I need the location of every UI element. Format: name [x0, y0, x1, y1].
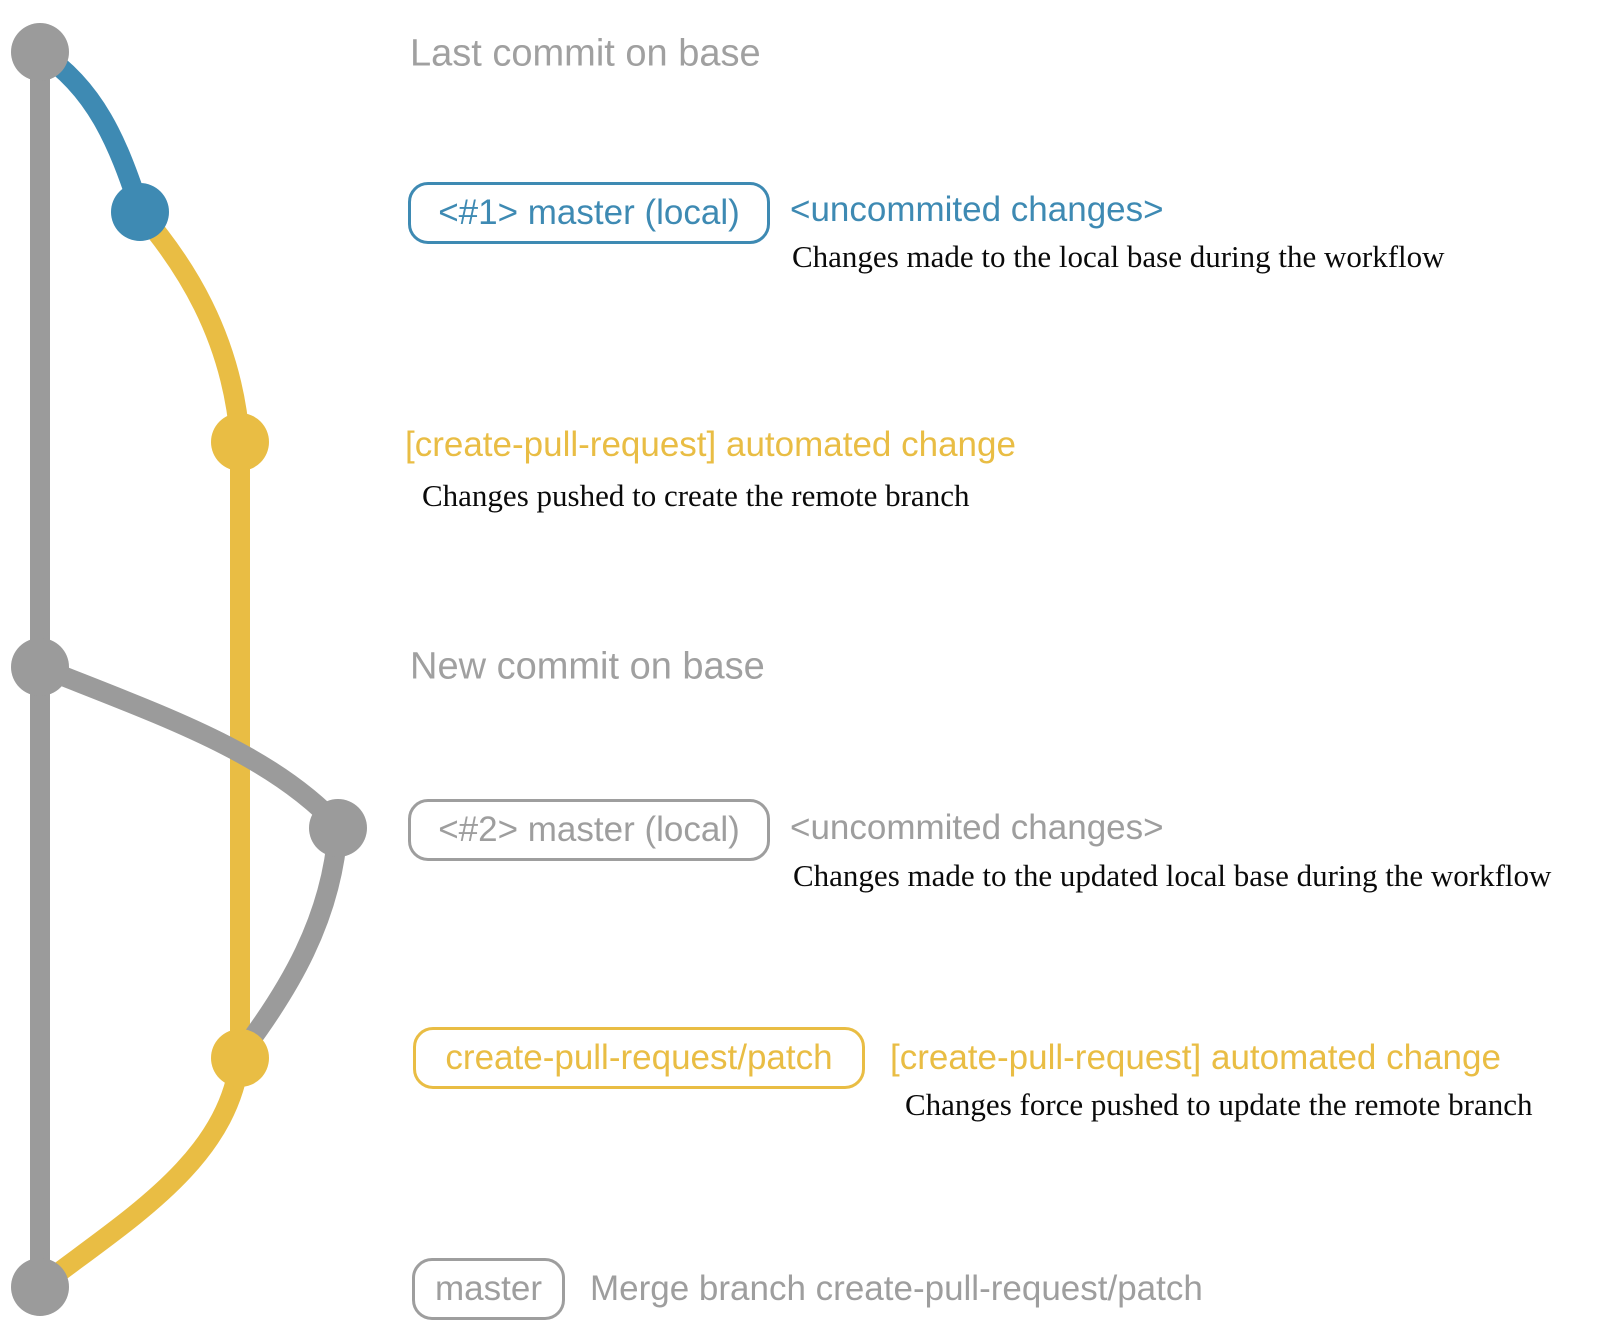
branch-badge-label: master	[435, 1269, 542, 1308]
commit-dot-patch-2	[211, 1029, 269, 1087]
commit-dot-patch-1	[211, 413, 269, 471]
branch-badge-master-local-2: <#2> master (local)	[408, 799, 770, 861]
branch-badge-master: master	[412, 1258, 565, 1320]
branch-badge-label: create-pull-request/patch	[445, 1038, 833, 1077]
rebase-curve-in	[232, 818, 348, 1062]
branch-badge-label: <#1> master (local)	[438, 193, 740, 232]
commit-message-merge: Merge branch create-pull-request/patch	[590, 1269, 1203, 1308]
description-push-create: Changes pushed to create the remote bran…	[422, 478, 970, 513]
patch-branch-curve-top	[130, 202, 250, 450]
commit-dot-local-1	[111, 183, 169, 241]
description-local-changes-2: Changes made to the updated local base d…	[793, 858, 1552, 893]
description-force-push: Changes force pushed to update the remot…	[905, 1087, 1533, 1122]
branch-badge-master-local-1: <#1> master (local)	[408, 182, 770, 244]
commit-message-automated-1: [create-pull-request] automated change	[405, 425, 1016, 464]
branch-badge-patch: create-pull-request/patch	[413, 1027, 865, 1089]
commit-message-automated-2: [create-pull-request] automated change	[890, 1038, 1501, 1077]
patch-merge-curve	[32, 1048, 250, 1295]
uncommited-changes-annotation-1: <uncommited changes>	[790, 190, 1164, 229]
commit-dot-merge	[11, 1258, 69, 1316]
uncommited-changes-annotation-2: <uncommited changes>	[790, 808, 1164, 847]
commit-dot-local-2	[309, 799, 367, 857]
rebase-curve-out	[30, 657, 348, 836]
branch-badge-label: <#2> master (local)	[438, 810, 740, 849]
description-local-changes-1: Changes made to the local base during th…	[792, 239, 1445, 274]
last-commit-label: Last commit on base	[410, 32, 761, 75]
commit-dot-last-base	[11, 23, 69, 81]
commit-dot-new-base	[11, 638, 69, 696]
new-commit-label: New commit on base	[410, 645, 765, 688]
